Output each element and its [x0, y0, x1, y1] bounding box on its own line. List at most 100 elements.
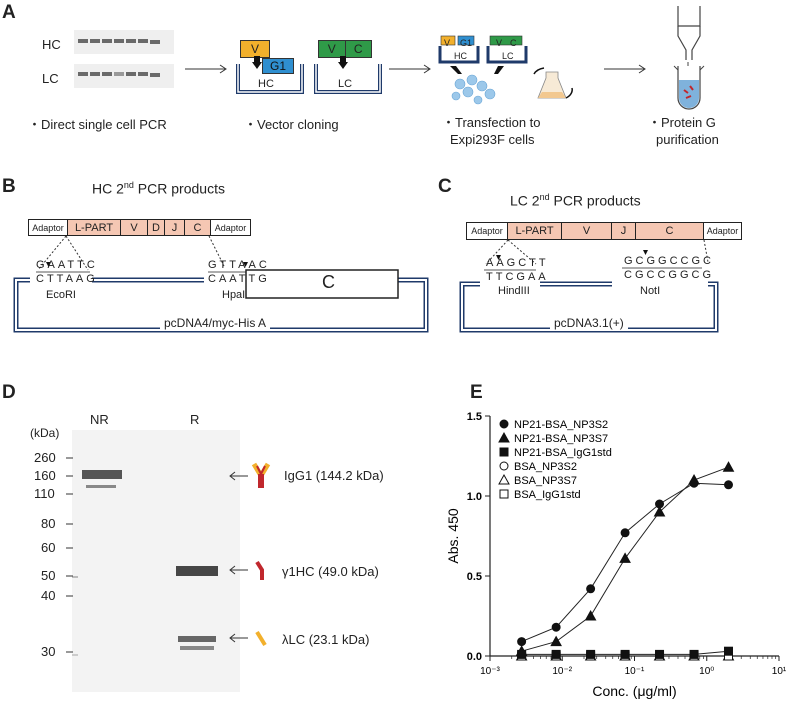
data-point: [688, 473, 700, 485]
vc-c-label: C: [344, 41, 372, 57]
hc-pcr-title: HC 2nd PCR products: [92, 180, 225, 197]
step-transfection-line1: ・Transfection to: [442, 115, 541, 130]
hc-vector-diagram: V G1 HC: [234, 40, 306, 98]
ecori-label: EcoRI: [46, 289, 76, 301]
legend-marker: [498, 431, 510, 443]
vec-vc-c-label: C: [510, 38, 517, 48]
step-cloning-label: ・Vector cloning: [244, 117, 339, 132]
sds-page-gel: [72, 430, 240, 692]
band-igg1-label: IgG1 (144.2 kDa): [284, 468, 384, 483]
lc-title-sup: nd: [539, 192, 550, 202]
step-pcr-label: ・Direct single cell PCR: [28, 117, 167, 132]
noti-label: NotI: [640, 285, 661, 297]
data-point: [689, 649, 699, 659]
legend-marker: [499, 447, 509, 457]
marker-160: 160: [34, 468, 56, 483]
hc-seg-lpart: L-PART: [67, 220, 120, 235]
lane-nr-label: NR: [90, 412, 109, 427]
step-purification-line2: purification: [656, 132, 719, 147]
vec-v-label: V: [444, 38, 451, 48]
legend-marker: [499, 489, 509, 499]
hc-title-sup: nd: [123, 180, 134, 190]
lc-vector-label: LC: [338, 78, 353, 90]
lc-vector-name: pcDNA3.1(+): [550, 316, 628, 330]
y-tick-label: 0.5: [467, 571, 482, 583]
ecori-bottom-seq: CTTAAG: [36, 273, 98, 285]
data-point: [723, 646, 733, 656]
data-point: [619, 552, 631, 563]
data-point: [620, 528, 630, 538]
x-tick-label: 10⁻³: [480, 666, 500, 677]
hpai-label: HpaI: [222, 289, 246, 301]
vec-g1-label: G1: [460, 38, 473, 48]
data-point: [722, 461, 735, 472]
legend-entry: NP21-BSA_NP3S7: [514, 433, 608, 445]
data-point: [653, 505, 666, 517]
hc-seg-v: V: [120, 220, 147, 235]
marker-60: 60: [41, 540, 56, 555]
hc-seg-j: J: [164, 220, 184, 235]
vec-hc-label: HC: [454, 51, 467, 61]
vec-lc-label: LC: [502, 51, 514, 61]
ecori-top-seq: GAATTC: [36, 259, 98, 271]
y-axis-label: Abs. 450: [445, 508, 461, 563]
lc-title-post: PCR products: [549, 192, 641, 209]
marker-80: 80: [41, 516, 56, 531]
data-point: [517, 649, 527, 659]
marker-110: 110: [34, 486, 55, 501]
panel-d-label: D: [2, 382, 16, 403]
panel-c-label: C: [438, 176, 452, 197]
hc-seg-adaptor-right: Adaptor: [210, 220, 250, 235]
hc-seg-adaptor-left: Adaptor: [32, 222, 64, 233]
data-point: [551, 649, 561, 659]
lc-seg-v: V: [561, 223, 611, 239]
y-tick-label: 1.5: [467, 411, 482, 423]
noti-bottom-seq: CGCCGGCG: [624, 269, 714, 281]
data-point: [550, 635, 562, 647]
hc-seg-d: D: [147, 220, 164, 235]
legend-entry: BSA_IgG1std: [514, 489, 581, 501]
lc-vector-diagram: V C LC: [312, 40, 384, 98]
y-tick-label: 1.0: [467, 491, 482, 503]
x-tick-label: 10⁰: [699, 666, 714, 677]
pcr-gel-image: [74, 30, 174, 92]
data-point: [584, 609, 597, 621]
vc-v-label: V: [327, 42, 336, 56]
hc-seg-c: C: [184, 220, 210, 235]
band-hc-label: γ1HC (49.0 kDa): [282, 564, 379, 579]
x-axis-label: Conc. (μg/ml): [592, 683, 676, 699]
x-tick-label: 10¹: [772, 666, 787, 677]
hindiii-top-seq: AAGCTT: [486, 257, 549, 269]
data-point: [586, 584, 596, 594]
hpai-top-seq: GTTAAC: [208, 259, 270, 271]
legend-entry: NP21-BSA_IgG1std: [514, 447, 612, 459]
lane-r-label: R: [190, 412, 200, 427]
lc-seg-adaptor-right: Adaptor: [703, 223, 741, 239]
x-tick-label: 10⁻¹: [625, 666, 645, 677]
transfection-diagram: V G1 V C HC LC: [438, 34, 578, 108]
panel-e-label: E: [470, 382, 483, 403]
hc-title-post: PCR products: [133, 180, 225, 197]
legend-entry: NP21-BSA_NP3S2: [514, 419, 608, 431]
band-lc-label: λLC (23.1 kDa): [282, 632, 370, 647]
hindiii-label: HindIII: [498, 285, 530, 297]
gel-label-lc: LC: [42, 71, 59, 86]
data-point: [723, 480, 733, 490]
x-tick-label: 10⁻²: [552, 666, 572, 677]
panel-b-label: B: [2, 176, 16, 197]
kda-unit-label: (kDa): [30, 426, 60, 440]
data-point: [586, 649, 596, 659]
marker-40: 40: [41, 588, 56, 603]
legend-marker: [499, 419, 509, 429]
vec-vc-v-label: V: [496, 38, 503, 48]
data-point: [620, 649, 630, 659]
gel-label-hc: HC: [42, 37, 61, 52]
data-point: [551, 622, 561, 632]
data-point: [517, 637, 527, 647]
lc-title-pre: LC 2: [510, 192, 540, 209]
marker-50: 50: [41, 568, 56, 583]
legend-marker: [499, 461, 509, 471]
g1-box: G1: [262, 58, 294, 74]
